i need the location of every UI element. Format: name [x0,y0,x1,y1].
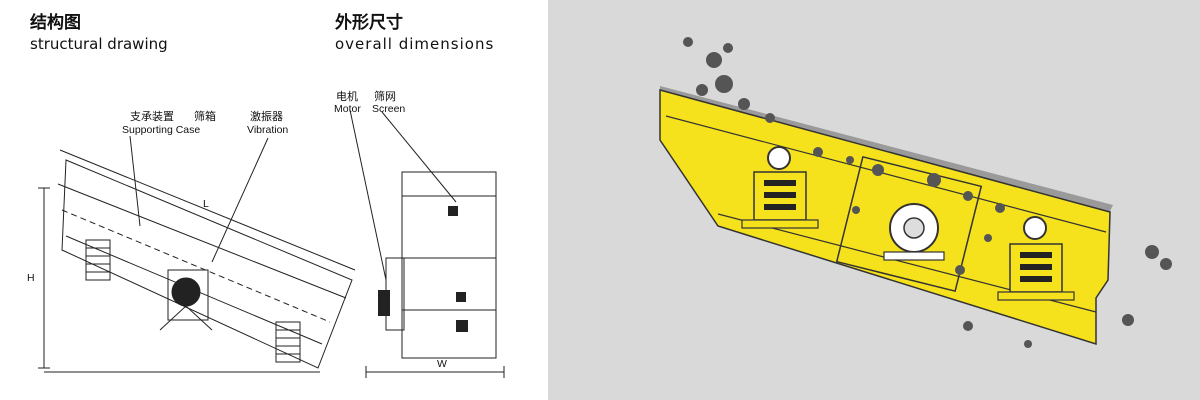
support-case-label-en: Supporting Case [122,124,201,136]
upper-deck-line [57,183,347,299]
right-support-spring [275,321,301,363]
vibrator-housing [167,269,209,321]
case-label-zh: 筛箱 [194,110,216,123]
machine-illustration-svg [659,37,1172,348]
vibrator-motor [835,155,983,293]
screen-box-outline [61,159,353,369]
overall-dimensions-drawing [349,109,505,378]
machine-illustration-panel [548,0,1200,400]
structural-drawing-svg [38,109,505,378]
screen-mesh-marks [378,206,468,332]
structural-title-en: structural drawing [30,35,168,53]
screen-label-en: Screen [372,103,406,115]
overall-title-zh: 外形尺寸 [335,13,403,33]
dim-L-label: L [203,198,209,210]
overall-title-en: overall dimensions [335,35,495,53]
right-spring-assembly [997,216,1075,301]
technical-drawing-panel: 结构图 structural drawing 外形尺寸 overall dime… [0,0,548,400]
motor-label-zh: 电机 [336,90,358,103]
vibrator-wheel [171,277,201,307]
vibrator-belt [159,305,213,331]
dim-L-line [59,149,356,271]
support-label-zh: 支承装置 [130,110,174,123]
left-spring-assembly [741,146,819,229]
material-particles [683,37,1172,348]
vibration-label-en: Vibration [247,124,289,136]
dim-H-label: H [27,272,35,284]
screen-label-zh: 筛网 [374,90,396,103]
upper-deck [665,115,1107,233]
left-support-spring [85,239,111,281]
motor-label-en: Motor [334,103,361,115]
dim-W-label: W [437,358,447,370]
vibration-label-zh: 激振器 [250,110,283,123]
middle-deck-line [61,209,331,323]
structural-title-zh: 结构图 [30,13,81,33]
